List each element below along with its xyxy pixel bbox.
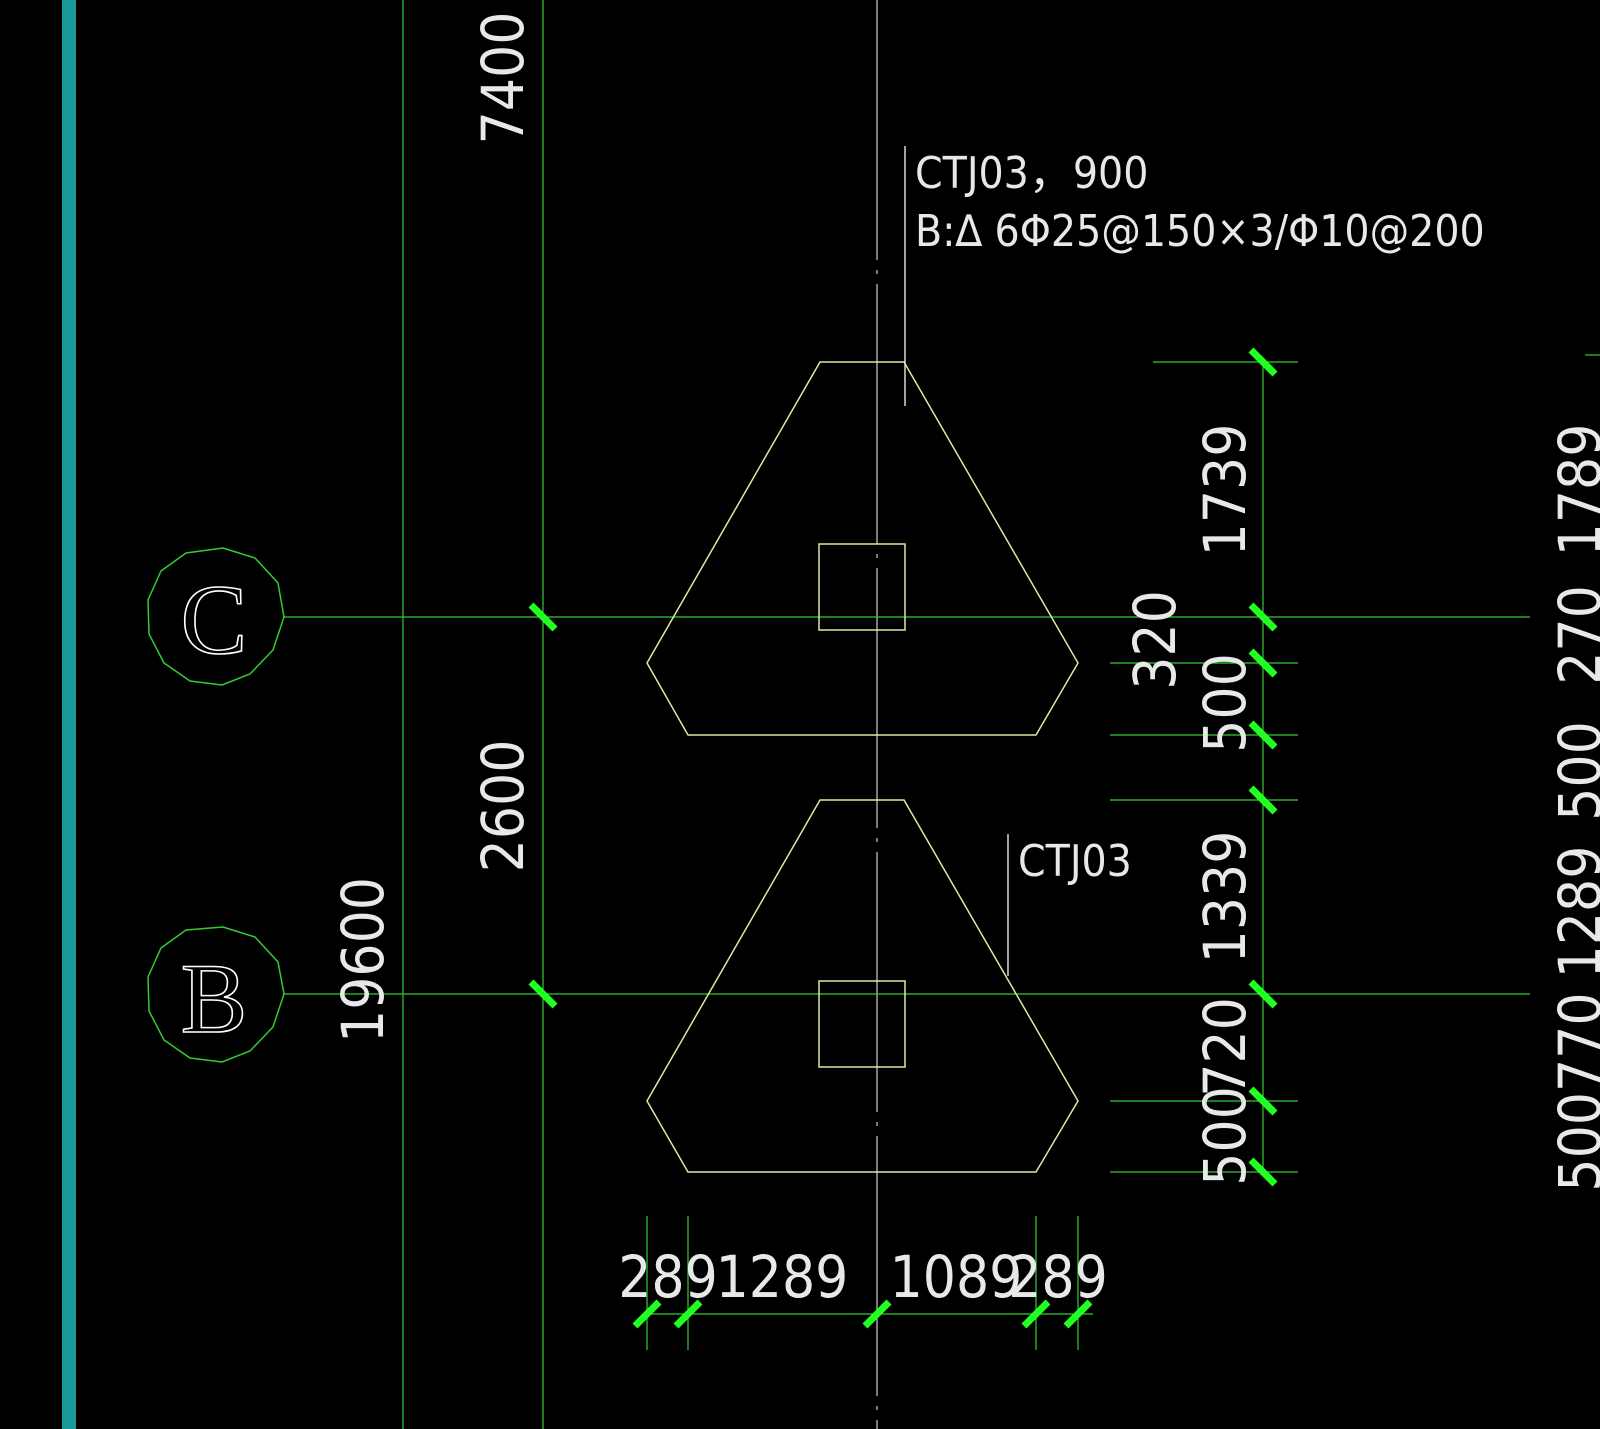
bottom-dimension-chain	[646, 1216, 1093, 1350]
dim-289-a: 289	[618, 1243, 718, 1311]
tick	[1063, 1299, 1093, 1329]
tick	[1248, 1157, 1278, 1187]
tick	[1248, 347, 1278, 377]
pile-cap-1-outline	[646, 361, 1079, 736]
sidebar-stripe	[62, 0, 76, 1429]
axis-bubble-b-frame	[147, 926, 285, 1063]
tick	[528, 602, 558, 632]
dim-1789: 1789	[1546, 424, 1600, 557]
cap-1-rebar: B:∆ 6Φ25@150×3/Φ10@200	[915, 206, 1485, 257]
dim-320: 320	[1121, 590, 1189, 690]
pile-cap-2-outline	[646, 799, 1079, 1173]
tick	[528, 979, 558, 1009]
cap-1-name: CTJ03，900	[915, 148, 1148, 199]
dimension-ticks	[528, 347, 1278, 1329]
dim-500-b: 500	[1191, 1086, 1259, 1186]
axis-label-c: C	[181, 564, 248, 675]
dim-2600: 2600	[469, 740, 537, 873]
tick	[673, 1299, 703, 1329]
tick	[1021, 1299, 1051, 1329]
dim-500-a: 500	[1191, 653, 1259, 753]
dim-500-far: 500	[1546, 721, 1600, 821]
dim-1339: 1339	[1191, 831, 1259, 964]
dim-19600: 19600	[329, 877, 397, 1043]
tick	[1248, 785, 1278, 815]
axis-label-b: B	[181, 943, 248, 1054]
pile-cap-2[interactable]	[646, 799, 1079, 1173]
dim-1289-bottom: 1289	[716, 1243, 849, 1311]
tick	[1248, 648, 1278, 678]
dim-1739: 1739	[1191, 424, 1259, 557]
vertical-grid-lines	[402, 0, 544, 1429]
tick	[1248, 979, 1278, 1009]
pile-cap-1-column	[818, 543, 906, 631]
dim-1089: 1089	[890, 1243, 1023, 1311]
cap-2-name: CTJ03	[1018, 836, 1132, 887]
horizontal-axis-lines	[283, 616, 1530, 995]
dim-289-b: 289	[1008, 1243, 1108, 1311]
dim-500770: 500770	[1546, 992, 1600, 1191]
tick	[1248, 720, 1278, 750]
axis-bubble-c[interactable]: C	[147, 547, 285, 686]
axis-bubble-c-frame	[147, 547, 285, 686]
tick	[1248, 602, 1278, 632]
tick	[1248, 1086, 1278, 1116]
dim-270: 270	[1546, 585, 1600, 685]
tick	[632, 1299, 662, 1329]
axis-bubble-b[interactable]: B	[147, 926, 285, 1063]
tick	[862, 1299, 892, 1329]
pile-cap-2-column	[818, 980, 906, 1068]
dim-1289-far: 1289	[1546, 846, 1600, 979]
dim-720: 720	[1191, 997, 1259, 1097]
dim-7400: 7400	[469, 12, 537, 145]
annotation-leaders	[904, 146, 1009, 976]
pile-cap-1[interactable]	[646, 361, 1079, 736]
